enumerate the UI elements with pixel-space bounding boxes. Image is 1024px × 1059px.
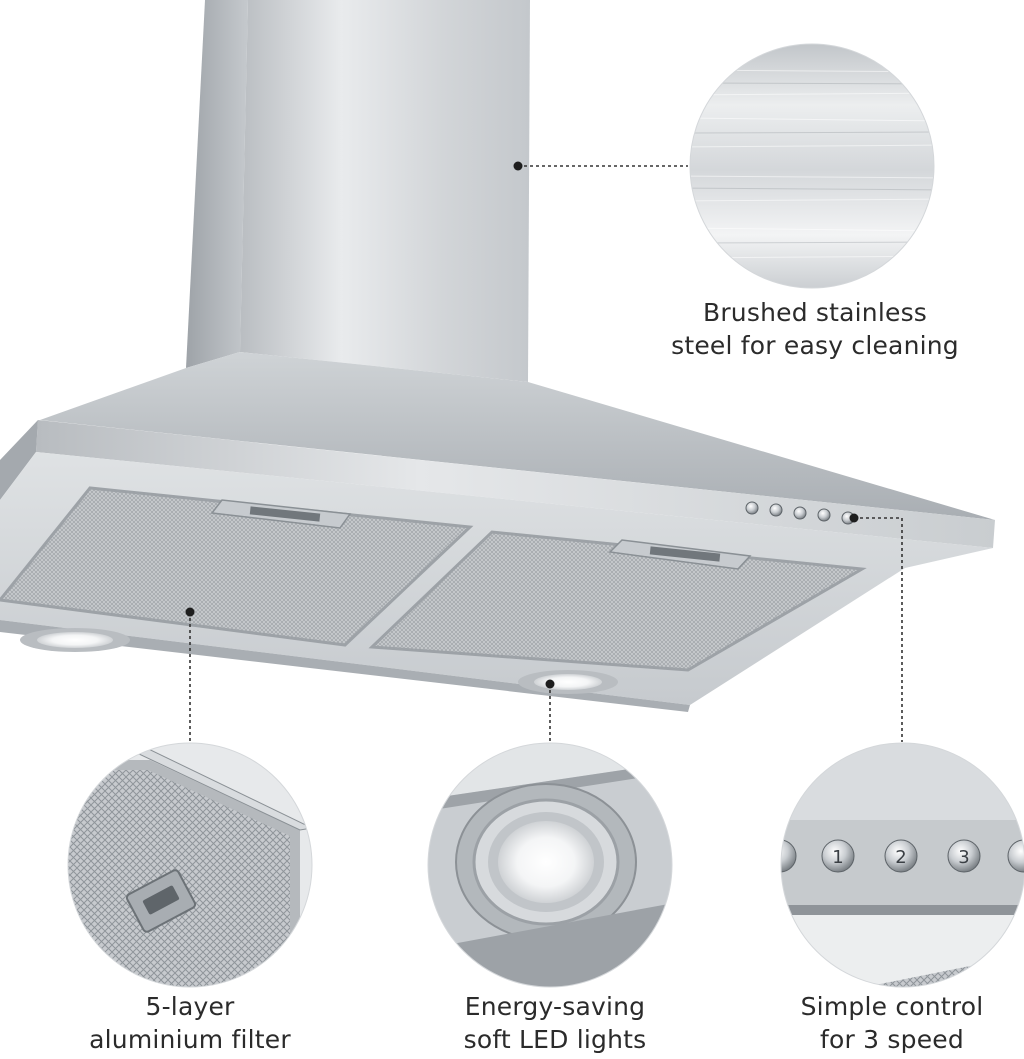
caption-line: soft LED lights xyxy=(463,1025,647,1054)
control-knob-partial-left xyxy=(781,839,797,873)
canopy-front-lip xyxy=(36,420,995,548)
range-hood xyxy=(0,0,995,712)
control-knob-1-label: 1 xyxy=(832,847,843,868)
control-knob-3 xyxy=(947,839,981,873)
hood-button xyxy=(817,508,831,522)
filter-handle-right-slot xyxy=(649,546,721,562)
led-light-left xyxy=(37,632,113,648)
detail-led-light xyxy=(427,742,673,988)
grease-filter-left xyxy=(0,486,474,647)
caption-led-lights: Energy-saving soft LED lights xyxy=(405,990,705,1056)
callout-dot-led xyxy=(545,679,555,689)
canopy-left-side xyxy=(0,420,38,500)
caption-aluminium-filter: 5-layer aluminium filter xyxy=(40,990,340,1056)
control-knob-3-label: 3 xyxy=(958,847,969,868)
caption-line: Brushed stainless xyxy=(702,298,928,327)
callout-lines xyxy=(189,165,903,742)
canopy-bottom-edge xyxy=(0,620,690,712)
hood-button xyxy=(769,503,783,517)
hood-button xyxy=(793,506,807,520)
caption-line: Energy-saving xyxy=(464,992,646,1021)
control-knob-2 xyxy=(884,839,918,873)
caption-brushed-steel: Brushed stainless steel for easy cleanin… xyxy=(640,296,990,362)
caption-line: steel for easy cleaning xyxy=(671,331,959,360)
canopy-top xyxy=(40,352,995,520)
chimney-front xyxy=(240,0,530,382)
callout-line-control xyxy=(854,517,903,742)
detail-control-panel: 1 2 3 xyxy=(780,742,1024,988)
control-knob-2-label: 2 xyxy=(895,847,906,868)
callout-dot-control xyxy=(849,513,859,523)
caption-line: for 3 speed xyxy=(820,1025,964,1054)
filter-handle-left-slot xyxy=(249,506,321,522)
callout-dot-filter xyxy=(185,607,195,617)
callout-dot-steel xyxy=(513,161,523,171)
caption-line: 5-layer xyxy=(145,992,235,1021)
control-knob-1 xyxy=(821,839,855,873)
caption-line: aluminium filter xyxy=(89,1025,291,1054)
detail-brushed-steel xyxy=(689,43,935,289)
control-knob-partial-right xyxy=(1007,839,1024,873)
callout-dots xyxy=(185,161,859,689)
hood-button xyxy=(745,501,759,515)
caption-line: Simple control xyxy=(800,992,984,1021)
caption-simple-control: Simple control for 3 speed xyxy=(760,990,1024,1056)
detail-aluminium-filter xyxy=(67,742,313,988)
chimney-side xyxy=(186,0,248,368)
led-light-center xyxy=(534,674,602,690)
